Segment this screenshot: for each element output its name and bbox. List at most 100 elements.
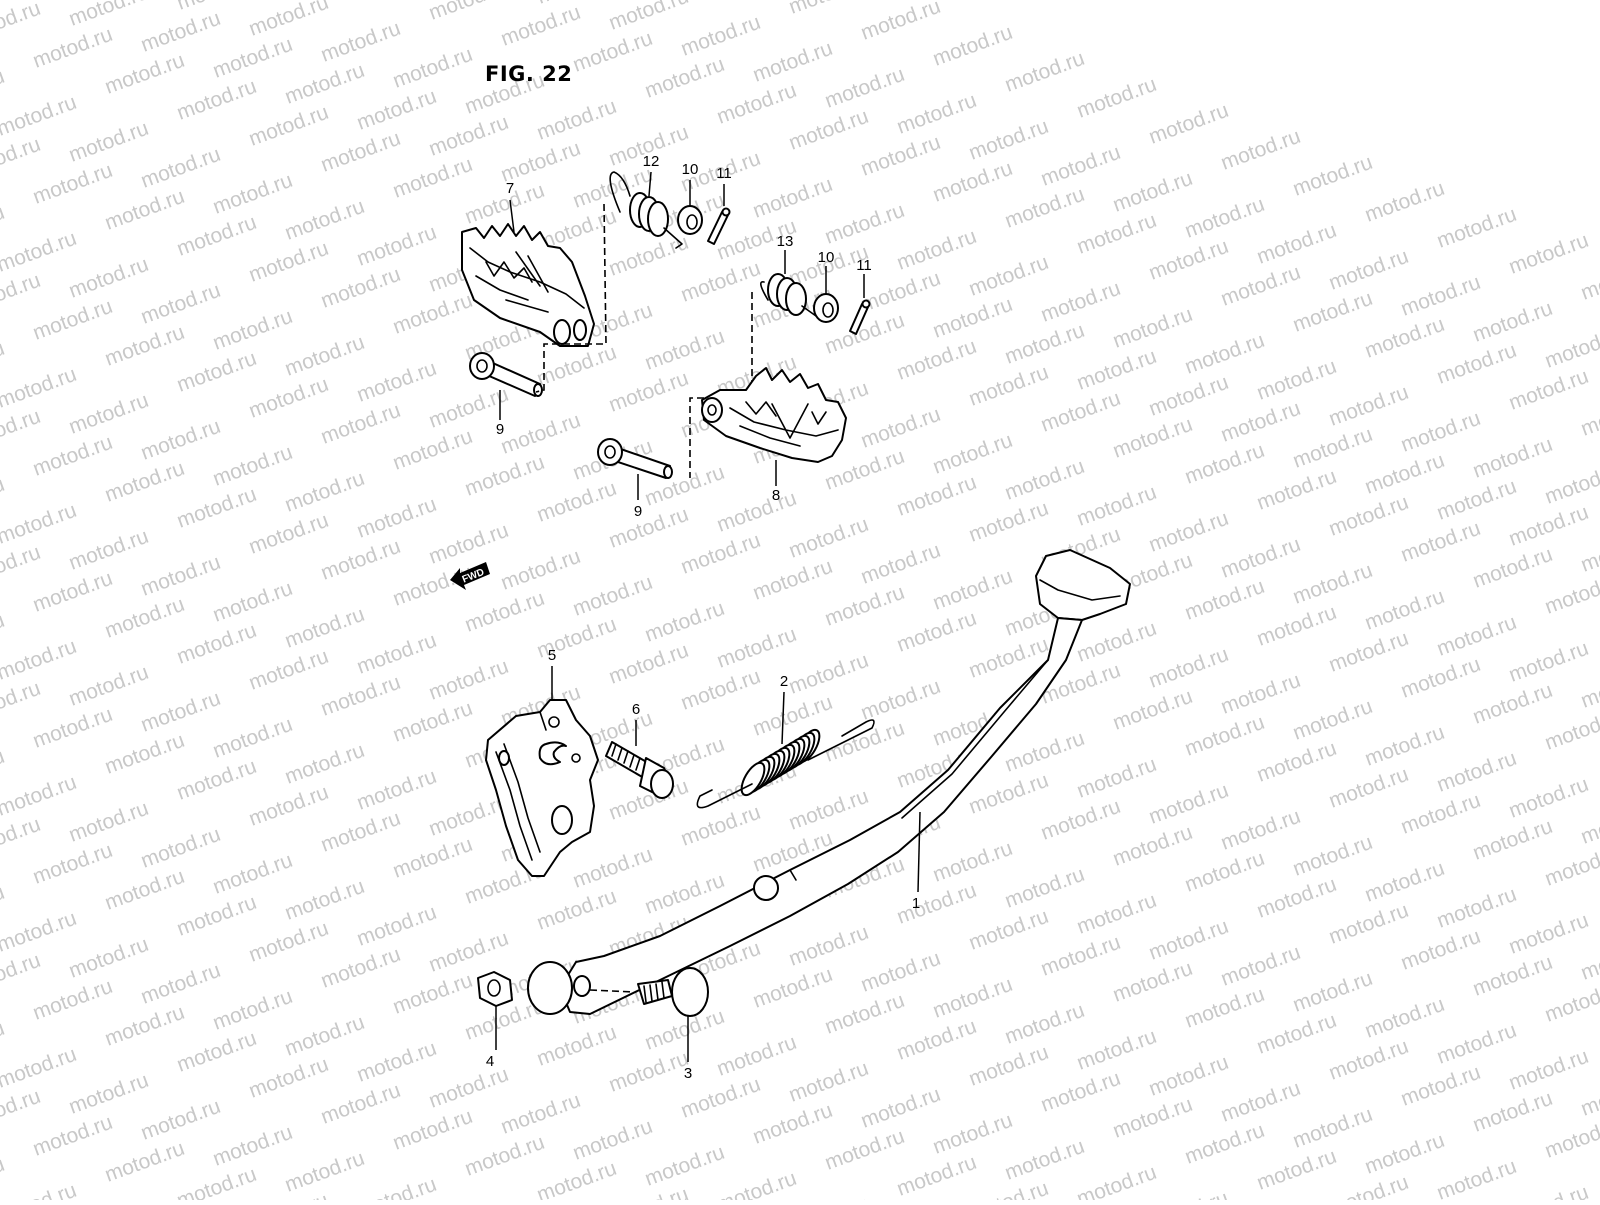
watermark-text: motod.ru xyxy=(858,675,944,725)
watermark-text: motod.ru xyxy=(786,921,872,971)
callout-5: 5 xyxy=(548,647,556,664)
watermark-text: motod.ru xyxy=(354,629,440,679)
watermark-text: motod.ru xyxy=(858,0,944,45)
watermark-text: motod.ru xyxy=(1074,481,1160,531)
watermark-text: motod.ru xyxy=(1182,193,1268,243)
watermark-text: motod.ru xyxy=(138,687,224,737)
stand-bracket xyxy=(485,699,599,877)
watermark-text: motod.ru xyxy=(1146,643,1232,693)
watermark-text: motod.ru xyxy=(786,785,872,835)
watermark-text: motod.ru xyxy=(138,279,224,329)
watermark-text: motod.ru xyxy=(1002,727,1088,777)
watermark-text: motod.ru xyxy=(930,21,1016,71)
watermark-text: motod.ru xyxy=(0,609,8,659)
watermark-text: motod.ru xyxy=(1434,883,1520,933)
watermark-text: motod.ru xyxy=(0,0,80,5)
watermark-text: motod.ru xyxy=(0,1085,44,1135)
watermark-text: motod.ru xyxy=(1290,831,1376,881)
watermark-text: motod.ru xyxy=(0,201,8,251)
watermark-text: motod.ru xyxy=(390,43,476,93)
watermark-text: motod.ru xyxy=(1254,355,1340,405)
watermark-text: motod.ru xyxy=(1434,611,1520,661)
watermark-text: motod.ru xyxy=(498,409,584,459)
spring-2 xyxy=(696,719,875,809)
bolt-6 xyxy=(605,741,674,799)
watermark-text: motod.ru xyxy=(282,195,368,245)
watermark-text: motod.ru xyxy=(1470,433,1556,483)
watermark-text: motod.ru xyxy=(750,173,836,223)
watermark-text: motod.ru xyxy=(66,797,152,847)
watermark-text: motod.ru xyxy=(930,973,1016,1023)
watermark-text: motod.ru xyxy=(714,623,800,673)
watermark-text: motod.ru xyxy=(714,1031,800,1081)
callout-7: 7 xyxy=(506,180,514,197)
figure-title: FIG. 22 xyxy=(485,62,573,86)
watermark-text: motod.ru xyxy=(210,1121,296,1171)
watermark-text: motod.ru xyxy=(1362,721,1448,771)
watermark-text: motod.ru xyxy=(0,473,8,523)
watermark-text: motod.ru xyxy=(786,513,872,563)
watermark-text: motod.ru xyxy=(0,0,44,47)
footrest-left xyxy=(461,223,595,347)
watermark-text: motod.ru xyxy=(642,597,728,647)
watermark-text: motod.ru xyxy=(1218,1077,1304,1127)
watermark-text: motod.ru xyxy=(1218,533,1304,583)
watermark-text: motod.ru xyxy=(1290,559,1376,609)
watermark-text: motod.ru xyxy=(1398,271,1484,321)
watermark-text: motod.ru xyxy=(1434,1155,1520,1200)
watermark-text: motod.ru xyxy=(1578,255,1600,305)
watermark-text: motod.ru xyxy=(354,1173,440,1200)
watermark-text: motod.ru xyxy=(1038,141,1124,191)
watermark-text: motod.ru xyxy=(1074,1025,1160,1075)
watermark-text: motod.ru xyxy=(1362,993,1448,1043)
watermark-text: motod.ru xyxy=(1182,329,1268,379)
watermark-text: motod.ru xyxy=(1542,705,1600,755)
watermark-text: motod.ru xyxy=(282,1147,368,1197)
watermark-text: motod.ru xyxy=(930,837,1016,887)
watermark-text: motod.ru xyxy=(0,1017,8,1067)
watermark-text: motod.ru xyxy=(66,253,152,303)
watermark-text: motod.ru xyxy=(786,1193,872,1200)
watermark-text: motod.ru xyxy=(0,881,8,931)
watermark-text: motod.ru xyxy=(786,0,872,19)
cotter-upper xyxy=(707,207,731,245)
watermark-text: motod.ru xyxy=(1362,177,1448,227)
watermark-text: motod.ru xyxy=(0,91,80,141)
watermark-text: motod.ru xyxy=(0,771,80,821)
watermark-text: motod.ru xyxy=(1542,841,1600,891)
watermark-text: motod.ru xyxy=(1578,1071,1600,1121)
watermark-text: motod.ru xyxy=(282,331,368,381)
bolt-3 xyxy=(637,967,709,1017)
watermark-text: motod.ru xyxy=(210,713,296,763)
watermark-text: motod.ru xyxy=(0,499,80,549)
watermark-text: motod.ru xyxy=(1218,941,1304,991)
watermark-text: motod.ru xyxy=(1146,1051,1232,1101)
watermark-text: motod.ru xyxy=(0,949,44,999)
watermark-text: motod.ru xyxy=(138,823,224,873)
watermark-text: motod.ru xyxy=(0,363,80,413)
watermark-text: motod.ru xyxy=(0,133,44,183)
watermark-text: motod.ru xyxy=(966,115,1052,165)
watermark-text: motod.ru xyxy=(66,933,152,983)
watermark-text: motod.ru xyxy=(1254,219,1340,269)
watermark-text: motod.ru xyxy=(0,1179,80,1200)
watermark-text: motod.ru xyxy=(66,117,152,167)
watermark-text: motod.ru xyxy=(66,525,152,575)
watermark-text: motod.ru xyxy=(1398,407,1484,457)
spring-12 xyxy=(609,171,683,249)
washer-upper xyxy=(677,205,703,235)
watermark-text: motod.ru xyxy=(642,1141,728,1191)
watermark-text: motod.ru xyxy=(858,1083,944,1133)
watermark-text: motod.ru xyxy=(138,415,224,465)
watermark-text: motod.ru xyxy=(894,89,980,139)
watermark-text: motod.ru xyxy=(750,37,836,87)
watermark-text: motod.ru xyxy=(138,143,224,193)
watermark-text: motod.ru xyxy=(1218,805,1304,855)
callout-1: 1 xyxy=(912,895,920,912)
watermark-text: motod.ru xyxy=(426,519,512,569)
watermark-text: motod.ru xyxy=(210,577,296,627)
callout-9-right: 9 xyxy=(634,503,642,520)
callout-3: 3 xyxy=(684,1065,692,1082)
watermark-text: motod.ru xyxy=(0,337,8,387)
